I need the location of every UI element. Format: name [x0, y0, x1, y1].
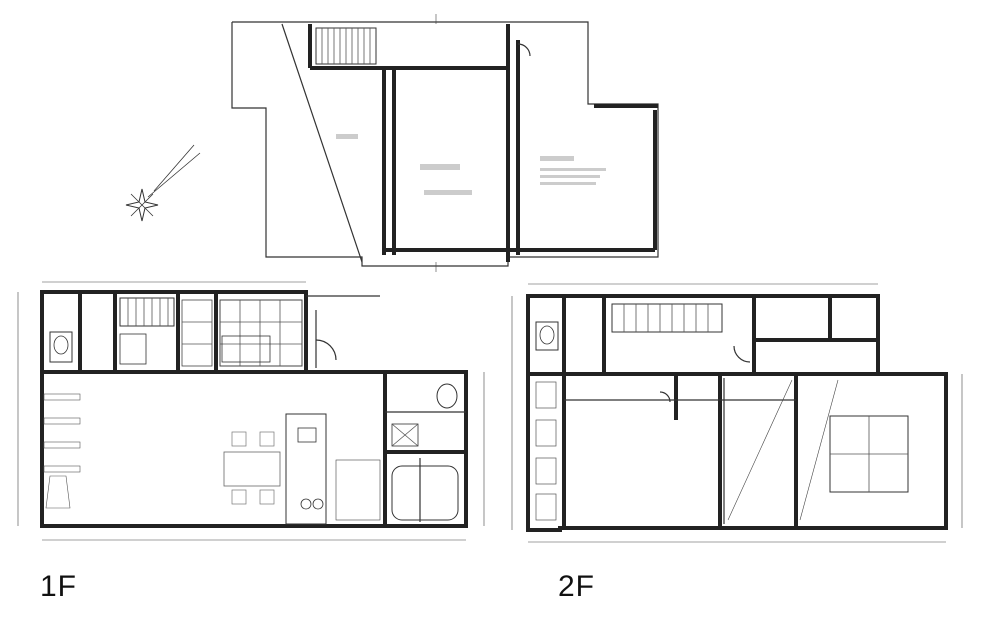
first-floor-stairs	[119, 297, 175, 327]
loft-stairs	[315, 27, 377, 65]
dining-table	[223, 431, 281, 505]
first-floor-plan	[17, 281, 485, 541]
loft-plan	[231, 14, 659, 272]
first-floor-label: 1F	[40, 570, 78, 603]
tatami-room	[829, 415, 909, 493]
second-floor-label: 2F	[558, 570, 596, 603]
second-floor-plan	[511, 283, 963, 543]
first-floor-west-windows	[43, 393, 81, 509]
second-floor-west-windows	[535, 381, 557, 521]
entrance-tile	[219, 299, 303, 367]
compass-rose-icon	[125, 144, 201, 222]
second-floor-stairs	[611, 303, 723, 333]
